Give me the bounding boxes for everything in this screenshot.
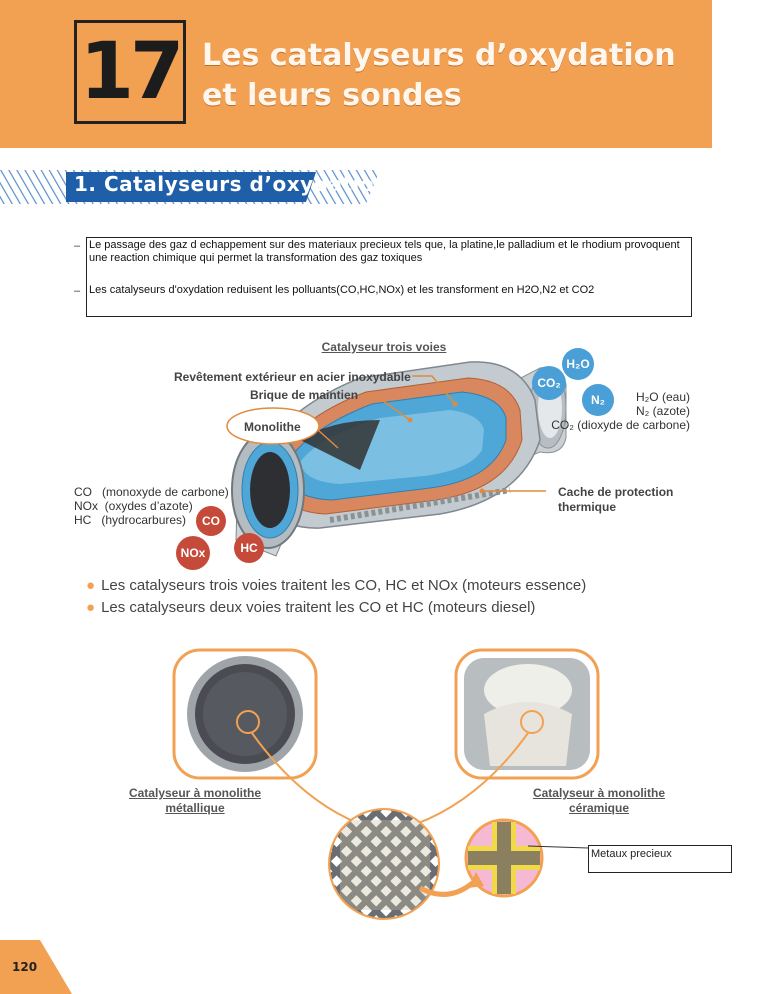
- chapter-title: Les catalyseurs d’oxydation et leurs son…: [202, 36, 676, 116]
- metaux-precieux-textbox[interactable]: Metaux precieux: [588, 845, 732, 873]
- output-co2: CO₂ (dioxyde de carbone): [551, 418, 690, 432]
- bubble-h2o: H₂O: [562, 348, 594, 380]
- chapter-number-box: 17: [74, 20, 186, 124]
- output-n2: N₂ (azote): [635, 404, 690, 418]
- note-paragraph-1: Le passage des gaz d echappement sur des…: [89, 239, 680, 264]
- chapter-title-line2: et leurs sondes: [202, 78, 462, 113]
- caption-metallique-line2: métallique: [165, 801, 225, 815]
- section-banner: [0, 170, 380, 204]
- bullet-text: Les catalyseurs deux voies traitent les …: [101, 599, 536, 616]
- caption-metallique-line1: Catalyseur à monolithe: [128, 786, 262, 800]
- label-cache-1: Cache de protection: [558, 485, 674, 499]
- photo-metallic: [172, 648, 318, 780]
- honeycomb-zoom: [328, 808, 440, 920]
- page-number-corner: 120: [0, 940, 72, 994]
- bubble-hc: HC: [234, 533, 264, 563]
- bullet-trois-voies: ● Les catalyseurs trois voies traitent le…: [86, 577, 586, 594]
- bullet-dot-icon: ●: [86, 577, 96, 594]
- chapter-number: 17: [79, 27, 185, 117]
- note-textbox[interactable]: Le passage des gaz d echappement sur des…: [86, 237, 692, 317]
- bubble-n2: N₂: [582, 384, 614, 416]
- input-co: CO (monoxyde de carbone): [74, 485, 229, 499]
- dash-1: –: [74, 240, 81, 252]
- label-monolithe: Monolithe: [244, 420, 301, 434]
- input-hc: HC (hydrocarbures): [74, 513, 187, 527]
- inlet-face: [231, 429, 305, 557]
- page-number: 120: [12, 960, 38, 974]
- diagram-title: Catalyseur trois voies: [321, 340, 447, 354]
- input-nox: NOx (oxydes d’azote): [74, 499, 193, 513]
- coating-zoom: [464, 818, 544, 898]
- bullet-deux-voies: ● Les catalyseurs deux voies traitent les…: [86, 599, 535, 616]
- bubble-nox: NOx: [176, 536, 210, 570]
- bubble-co: CO: [196, 506, 226, 536]
- bubble-co2: CO₂: [532, 366, 566, 400]
- bullet-dot-icon: ●: [86, 599, 96, 616]
- photo-ceramic: [454, 648, 600, 780]
- label-cache-2: thermique: [558, 500, 617, 514]
- chapter-title-line1: Les catalyseurs d’oxydation: [202, 38, 676, 73]
- bullet-text: Les catalyseurs trois voies traitent les…: [101, 577, 587, 594]
- output-h2o: H₂O (eau): [635, 390, 690, 404]
- catalyst-body: [249, 361, 541, 529]
- caption-metallique: Catalyseur à monolithe métallique: [120, 786, 270, 816]
- label-revetement: Revêtement extérieur en acier inoxydable: [174, 370, 411, 384]
- dash-2: –: [74, 285, 81, 297]
- caption-ceramique: Catalyseur à monolithe céramique: [524, 786, 674, 816]
- section-title: 1. Catalyseurs d’oxydation: [74, 172, 389, 196]
- note-paragraph-2: Les catalyseurs d'oxydation reduisent le…: [89, 284, 595, 296]
- caption-ceramique-line1: Catalyseur à monolithe: [532, 786, 666, 800]
- caption-ceramique-line2: céramique: [568, 801, 630, 815]
- label-brique: Brique de maintien: [250, 388, 359, 402]
